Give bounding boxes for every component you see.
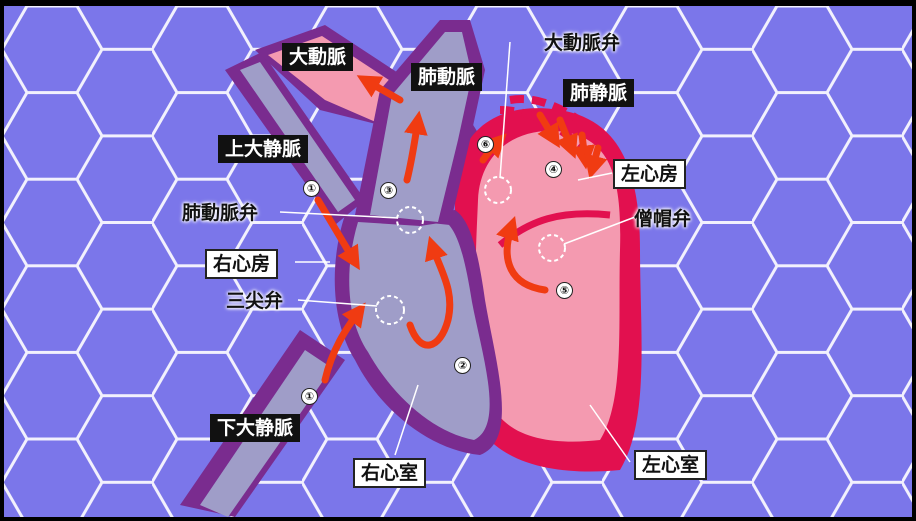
- label-right-ventricle: 右心室: [353, 458, 427, 488]
- label-left-ventricle: 左心室: [634, 450, 708, 480]
- step-number-la: ④: [545, 161, 562, 178]
- label-right-atrium: 右心房: [205, 249, 279, 279]
- pv-flow-arrow-3: [571, 131, 596, 170]
- right-heart-chambers: [349, 222, 490, 440]
- step-number-svc: ①: [303, 180, 320, 197]
- label-aorta: 大動脈: [282, 43, 354, 71]
- label-left-atrium: 左心房: [613, 159, 687, 189]
- valve-markers: [375, 176, 566, 325]
- label-inferior-vena-cava: 下大静脈: [210, 414, 301, 442]
- aortic-valve-marker: [484, 176, 512, 204]
- step-number-aorta: ⑥: [477, 136, 494, 153]
- tricuspid-valve-marker: [375, 295, 405, 325]
- pv-flow-arrow-4: [584, 144, 608, 180]
- label-aortic-valve: 大動脈弁: [544, 32, 621, 54]
- rv-flow-arrow: [406, 235, 454, 349]
- label-pulmonary-valve: 肺動脈弁: [182, 202, 259, 224]
- left-heart-chambers: [475, 130, 621, 442]
- pv-flow-arrow-2: [555, 116, 578, 159]
- label-mitral-valve: 僧帽弁: [634, 208, 692, 230]
- label-superior-vena-cava: 上大静脈: [218, 135, 309, 163]
- svc-flow-arrow: [314, 196, 360, 271]
- step-number-lv: ⑤: [556, 282, 573, 299]
- pa-flow-arrow: [403, 110, 428, 184]
- step-number-pa: ③: [380, 182, 397, 199]
- step-number-rv: ②: [454, 357, 471, 374]
- lv-flow-arrow: [496, 215, 549, 294]
- step-number-ivc: ①: [301, 388, 318, 405]
- label-pulmonary-vein: 肺静脈: [563, 79, 635, 107]
- leader-lines: [279, 41, 636, 463]
- blood-flow-arrows: [314, 75, 608, 384]
- ivc-flow-arrow: [321, 302, 366, 384]
- aorta-flow-arrow: [356, 75, 404, 104]
- label-pulmonary-artery: 肺動脈: [411, 63, 483, 91]
- pulmonary-valve-marker: [396, 206, 424, 234]
- pv-flow-arrow-1: [536, 111, 560, 149]
- mitral-valve-marker: [538, 234, 566, 262]
- label-tricuspid-valve: 三尖弁: [226, 290, 284, 312]
